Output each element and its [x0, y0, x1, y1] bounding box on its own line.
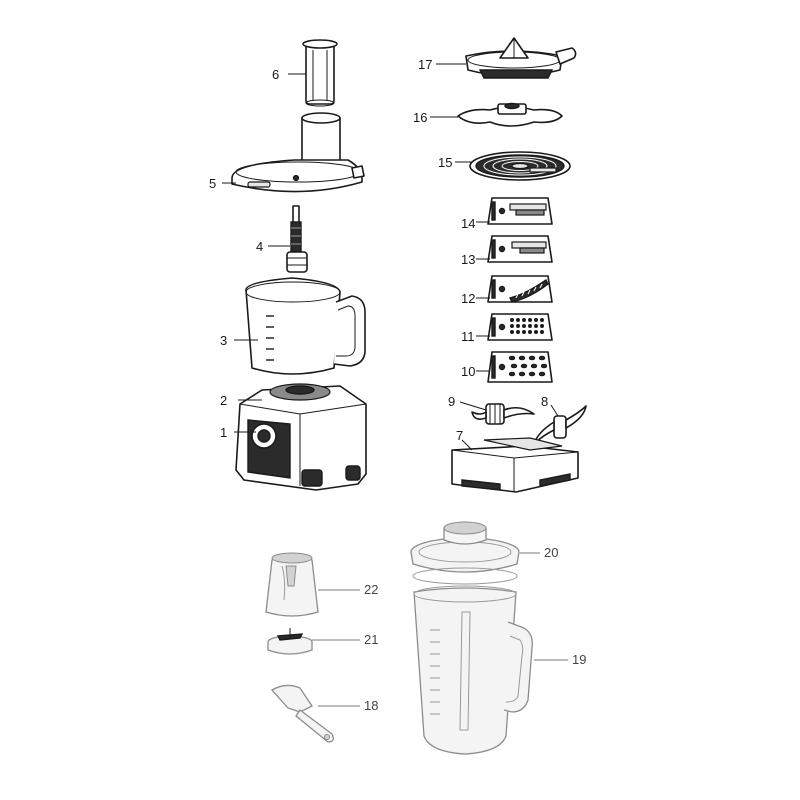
part-12-shredding-disc — [487, 275, 553, 303]
part-6-pusher — [302, 39, 338, 107]
label-12: 12 — [461, 291, 475, 306]
part-7-disc-storage — [451, 437, 579, 493]
label-3: 3 — [220, 333, 227, 348]
part-21-grinder-blade — [267, 628, 313, 655]
leader-7 — [461, 439, 473, 451]
label-6: 6 — [272, 67, 279, 82]
label-4: 4 — [256, 239, 263, 254]
part-17-citrus-juicer — [465, 37, 577, 79]
part-14-slicing-disc — [487, 197, 553, 225]
part-19-blender-jug — [413, 585, 533, 755]
label-7: 7 — [456, 428, 463, 443]
label-9: 9 — [448, 394, 455, 409]
label-20: 20 — [544, 545, 558, 560]
label-21: 21 — [364, 632, 378, 647]
label-14: 14 — [461, 216, 475, 231]
part-1-2-motor-base — [235, 383, 367, 491]
label-8: 8 — [541, 394, 548, 409]
part-22-grinder-cup — [265, 552, 319, 617]
label-1: 1 — [220, 425, 227, 440]
label-10: 10 — [461, 364, 475, 379]
leader-8 — [550, 404, 559, 417]
part-18-spatula — [270, 684, 334, 743]
label-5: 5 — [209, 176, 216, 191]
part-13-slicing-disc — [487, 235, 553, 263]
part-15-spiral-disc — [469, 151, 571, 181]
part-16-emulsifying-disc — [457, 102, 563, 127]
label-16: 16 — [413, 110, 427, 125]
part-5-lid — [231, 112, 365, 193]
label-19: 19 — [572, 652, 586, 667]
label-13: 13 — [461, 252, 475, 267]
part-11-grating-disc — [487, 313, 553, 341]
label-18: 18 — [364, 698, 378, 713]
label-17: 17 — [418, 57, 432, 72]
part-8-dough-blade — [533, 405, 587, 445]
label-11: 11 — [461, 329, 475, 344]
part-4-drive-shaft — [286, 205, 308, 273]
part-3-bowl — [245, 277, 366, 375]
label-22: 22 — [364, 582, 378, 597]
label-15: 15 — [438, 155, 452, 170]
part-20-blender-lid — [410, 521, 520, 585]
leader-9 — [459, 401, 487, 411]
part-10-coarse-grating-disc — [487, 351, 553, 383]
label-2: 2 — [220, 393, 227, 408]
part-9-chopping-blade — [471, 403, 535, 425]
